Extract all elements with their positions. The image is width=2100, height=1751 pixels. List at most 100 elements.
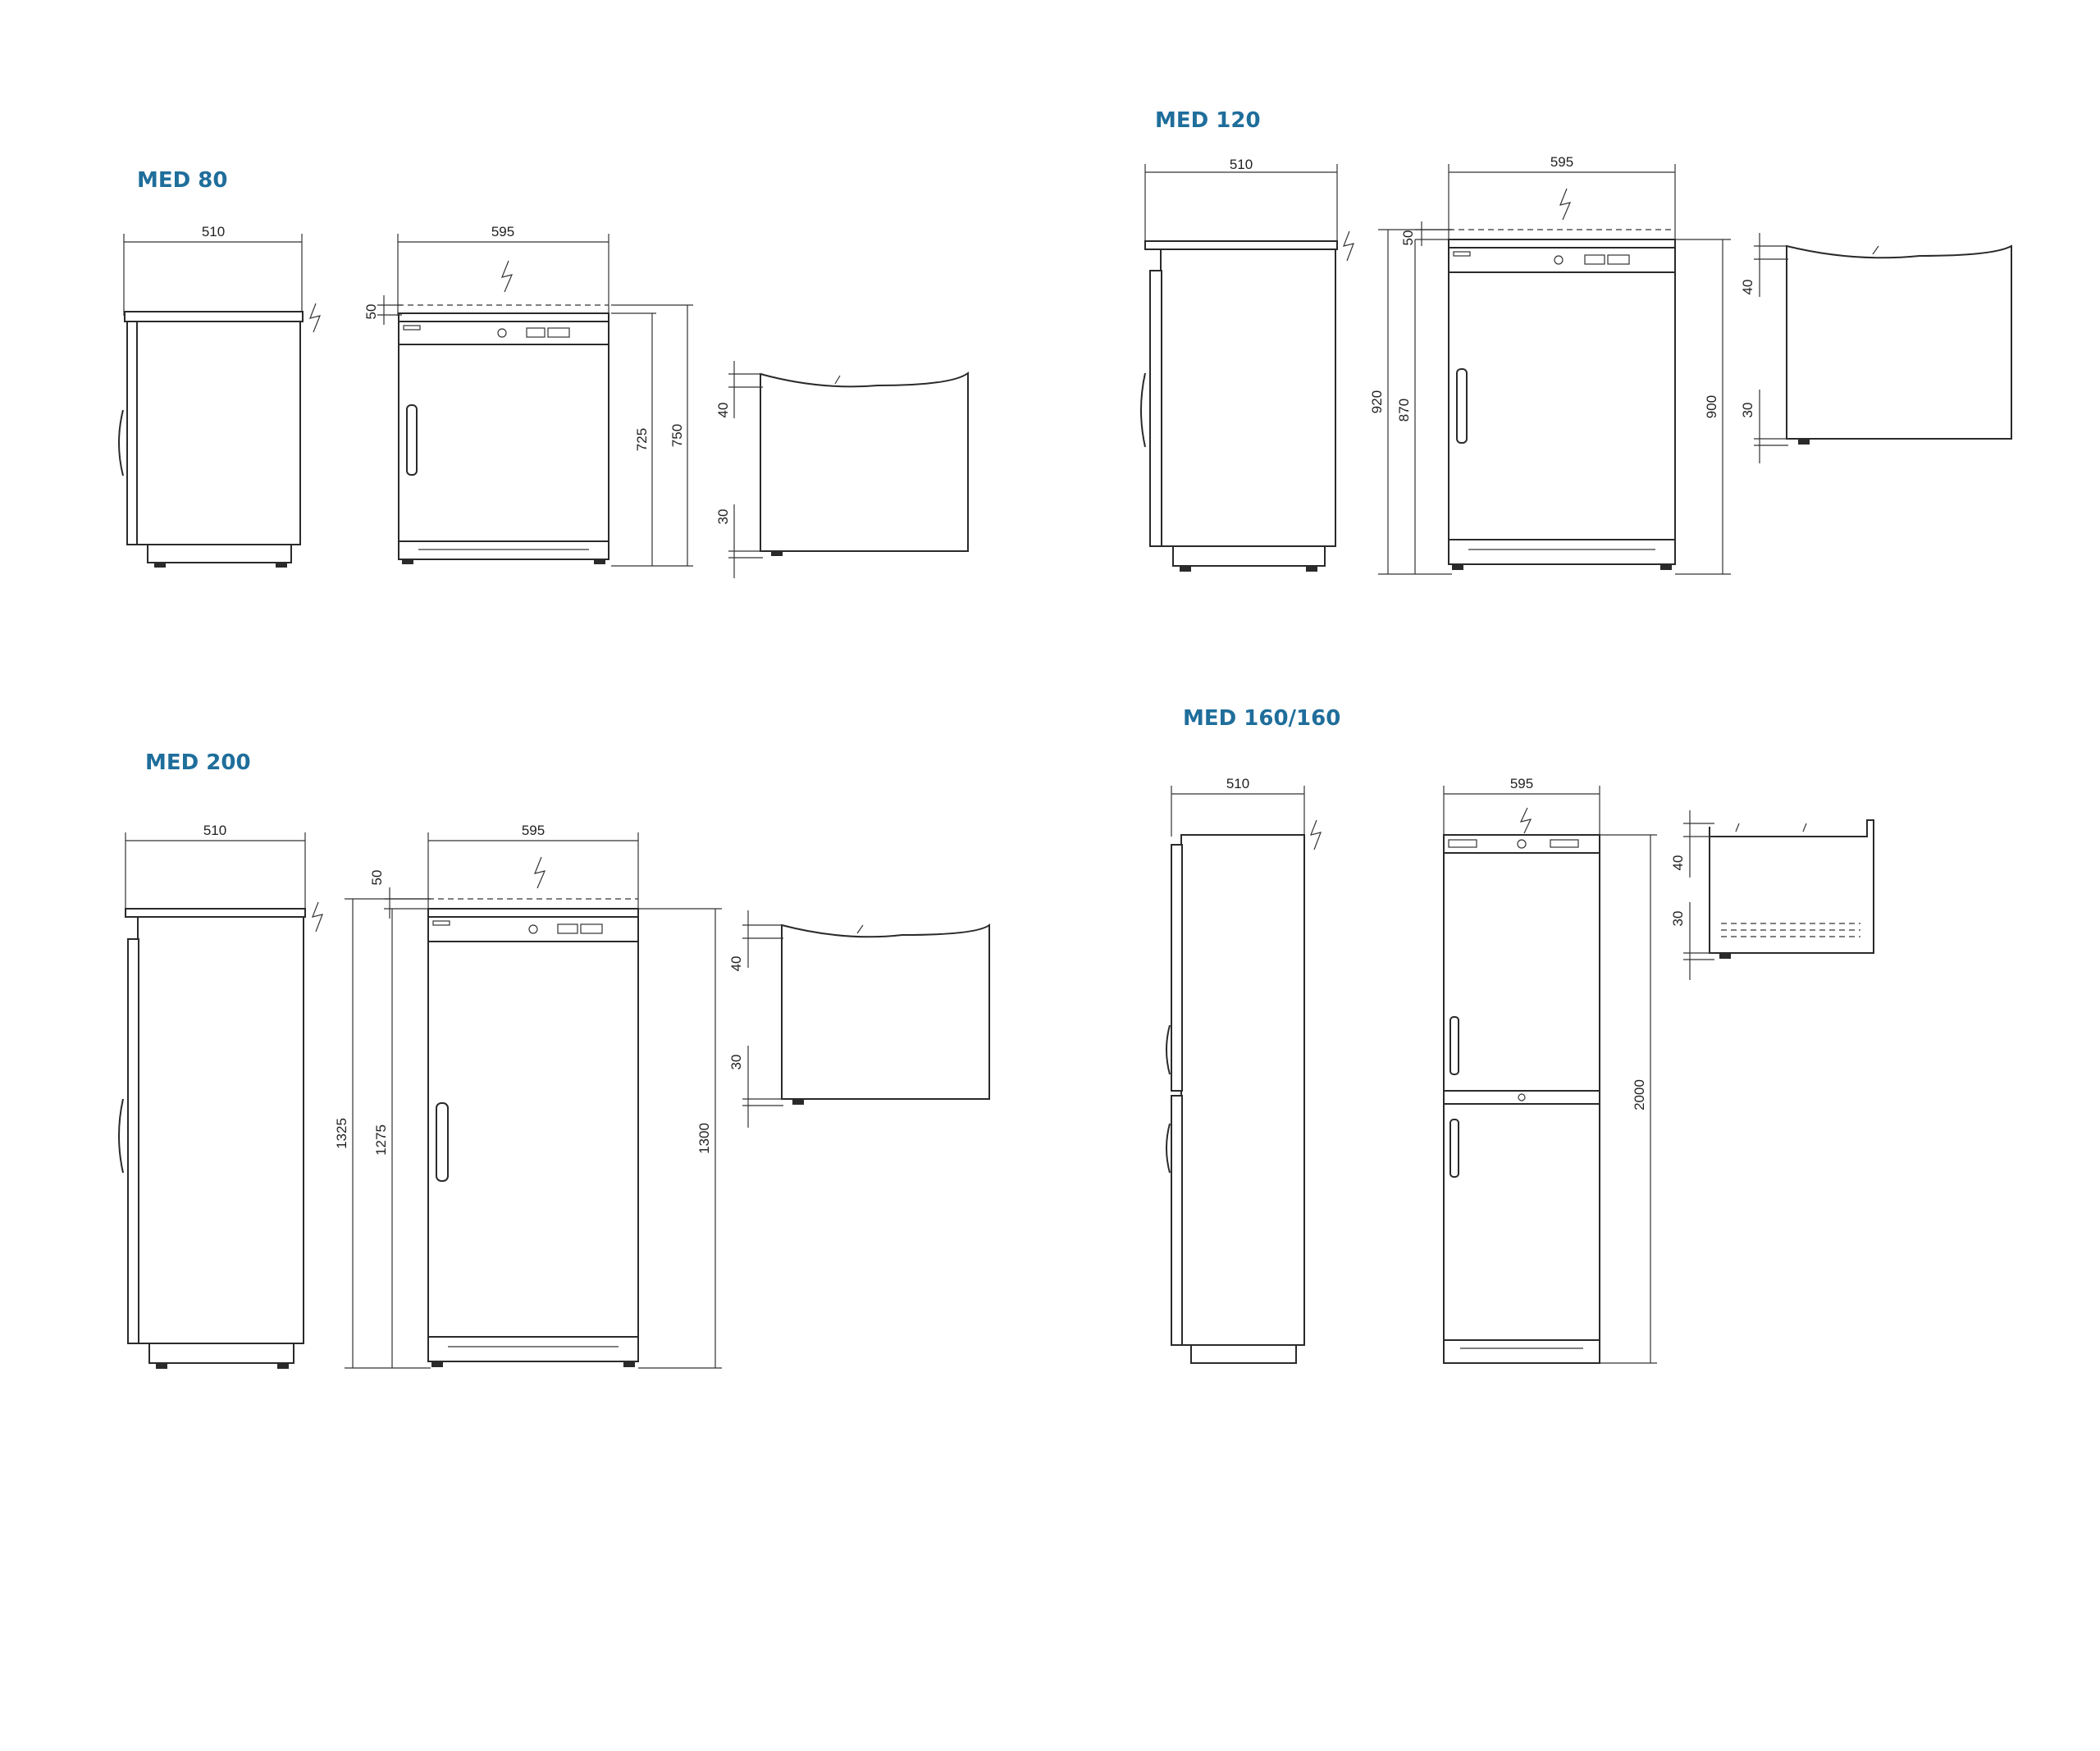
- hinge-mark: [834, 375, 841, 385]
- foot: [431, 1361, 443, 1367]
- foot: [1180, 566, 1191, 572]
- door-edge-upper: [1171, 844, 1183, 1092]
- door-handle: [1166, 1123, 1171, 1174]
- brand-label: [432, 920, 450, 926]
- door-handle: [1449, 1016, 1459, 1075]
- door-edge: [1149, 270, 1162, 547]
- plinth: [1190, 1344, 1297, 1364]
- dimension-label: 1300: [696, 1123, 712, 1154]
- lightning-bolt-icon: [309, 303, 321, 333]
- door-handle: [118, 409, 124, 477]
- front-view: 595 50 920 870: [1369, 154, 1731, 575]
- brand-label: [1453, 251, 1471, 257]
- hinge-mark: [856, 924, 864, 934]
- foot: [1306, 566, 1317, 572]
- door-handle: [1140, 372, 1146, 448]
- foot: [154, 563, 166, 568]
- base-detail: 40 30: [1740, 233, 2012, 463]
- door: [398, 344, 609, 542]
- door-lower: [1443, 1103, 1600, 1341]
- dimension-label: 1275: [373, 1124, 389, 1156]
- hinge-mark: [1735, 823, 1740, 832]
- control-panel: [1443, 834, 1600, 854]
- base-frame: [1786, 244, 2012, 440]
- lightning-bolt-icon: [1343, 230, 1354, 262]
- dimension-label: 595: [491, 224, 514, 239]
- base-detail: 40 30: [715, 361, 969, 578]
- plinth: [1443, 1339, 1600, 1364]
- foot: [1719, 953, 1731, 959]
- foot: [792, 1099, 804, 1105]
- side-view: 510: [118, 224, 321, 568]
- base-frame: [760, 372, 969, 552]
- dimension-label: 595: [1510, 776, 1533, 791]
- worktop: [1448, 239, 1676, 249]
- side-view: 510: [1166, 776, 1322, 1364]
- plinth: [1448, 539, 1676, 565]
- side-view: 510: [118, 823, 323, 1369]
- cabinet-body: [137, 916, 304, 1344]
- front-view: 595 50 1325 1275: [334, 823, 722, 1369]
- foot: [156, 1363, 167, 1369]
- foot: [623, 1361, 635, 1367]
- control-panel: [427, 916, 639, 942]
- control-buttons: [1607, 254, 1630, 265]
- base-detail: 40 30: [1670, 810, 1874, 980]
- model-med160: MED 160/160 510 595: [1166, 706, 1874, 1364]
- control-panel: [398, 321, 609, 345]
- display-screen: [526, 327, 546, 338]
- door-handle: [118, 1098, 124, 1174]
- door-edge: [126, 321, 138, 545]
- lightning-bolt-icon: [1559, 188, 1572, 221]
- plinth: [147, 544, 292, 563]
- foot: [277, 1363, 289, 1369]
- lock-icon: [1517, 839, 1527, 849]
- model-title: MED 160/160: [1183, 706, 1340, 731]
- base-frame: [1709, 819, 1874, 954]
- foot: [276, 563, 287, 568]
- door-handle: [1166, 1024, 1171, 1075]
- dimension-label: 2000: [1632, 1079, 1647, 1110]
- dimension-label: 750: [669, 424, 685, 447]
- door: [1448, 271, 1676, 540]
- dimension-label: 595: [1550, 154, 1573, 170]
- foot: [1660, 564, 1672, 570]
- display-screen: [1584, 254, 1605, 265]
- dimension-label: 40: [715, 403, 731, 418]
- plinth: [1172, 545, 1326, 567]
- foot: [594, 559, 605, 564]
- model-med80: MED 80 510 595: [118, 168, 969, 578]
- dimension-label: 920: [1369, 390, 1385, 413]
- lightning-bolt-icon: [1519, 807, 1532, 834]
- control-buttons: [1550, 839, 1579, 848]
- cabinet-body: [1160, 249, 1336, 547]
- door-edge-lower: [1171, 1095, 1183, 1346]
- foot: [771, 551, 783, 556]
- cabinet-body: [135, 321, 301, 545]
- dimension-label: 50: [1400, 230, 1416, 246]
- dimension-label: 510: [202, 224, 225, 239]
- door-handle: [1456, 368, 1468, 444]
- worktop: [398, 312, 609, 322]
- dimension-label: 40: [1740, 280, 1755, 295]
- dimension-label: 40: [728, 956, 744, 972]
- plinth: [398, 540, 609, 560]
- hinge-mark: [1802, 823, 1807, 832]
- front-view: 595 2000: [1443, 776, 1657, 1364]
- dimension-label: 870: [1396, 399, 1412, 422]
- door-edge: [127, 938, 139, 1344]
- model-med200: MED 200 510 595: [118, 750, 990, 1369]
- base-frame: [781, 923, 990, 1100]
- dimension-label: 1325: [334, 1118, 349, 1149]
- lightning-bolt-icon: [534, 856, 546, 889]
- door-handle: [1449, 1119, 1459, 1178]
- brand-label: [403, 325, 421, 331]
- dimension-label: 30: [715, 509, 731, 525]
- model-title: MED 200: [145, 750, 251, 775]
- foot: [402, 559, 413, 564]
- cabinet-body: [1180, 834, 1305, 1346]
- dimension-label: 595: [522, 823, 545, 838]
- dimension-label: 900: [1704, 395, 1719, 418]
- door-upper: [1443, 852, 1600, 1092]
